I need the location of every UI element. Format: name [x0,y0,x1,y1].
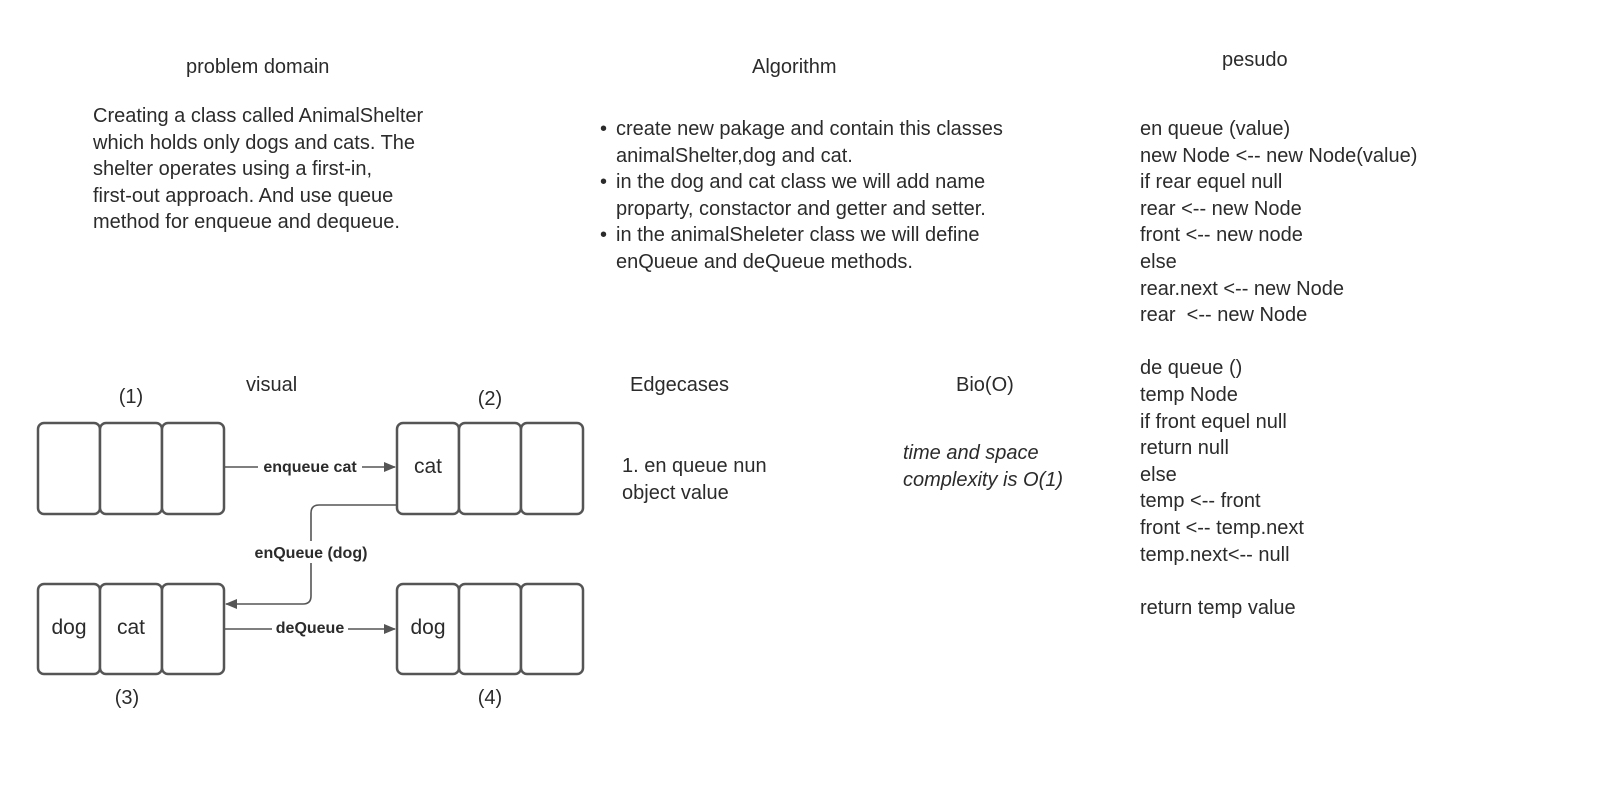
algorithm-item-line: animalShelter,dog and cat. [616,144,853,167]
queue-cell [160,582,226,676]
arrow-enqueue-dog: enQueue (dog) [225,504,396,609]
algorithm-item-line: in the animalSheleter class we will defi… [616,224,980,246]
pseudo-line: front <-- new node [1140,224,1303,247]
edgecases-title: Edgecases [630,374,729,396]
problem-domain-title: problem domain [186,56,330,78]
queue-4: dog [395,582,585,676]
queue-label-2: (2) [478,388,502,410]
bigo-text: time and space complexity is O(1) [903,440,1063,493]
queue-cell-text: cat [414,455,442,478]
queue-label-3: (3) [115,687,139,709]
pseudo-line: temp.next<-- null [1140,543,1290,566]
queue-cell-text: cat [117,616,145,639]
problem-domain-text: Creating a class called AnimalShelter wh… [93,103,423,236]
pseudo-line: else [1140,463,1177,486]
queue-cell [457,421,523,516]
algorithm-item: in the animalSheleter class we will defi… [600,222,1003,275]
queue-3: dog cat [36,582,226,676]
pseudo-line: if front equel null [1140,410,1287,433]
queue-cell-text: dog [51,616,86,639]
queue-label-1: (1) [119,386,143,408]
pseudo-line: if rear equel null [1140,171,1283,194]
pseudo-line: return temp value [1140,596,1296,619]
problem-domain-line: Creating a class called AnimalShelter [93,105,424,127]
arrow-label: enQueue (dog) [255,545,368,562]
queue-cell [36,421,102,516]
pseudo-line: de queue () [1140,357,1243,380]
pseudo-line: rear.next <-- new Node [1140,277,1344,300]
problem-domain-line: method for enqueue and dequeue. [93,211,400,233]
queue-cell [98,421,164,516]
pseudo-line: temp <-- front [1140,490,1261,513]
edgecase-line: object value [622,481,729,504]
queue-cell [519,582,585,676]
pseudo-line: else [1140,250,1177,273]
pseudo-line: rear <-- new Node [1140,304,1308,327]
algorithm-title: Algorithm [752,56,837,78]
bigo-title: Bio(O) [956,374,1014,396]
bigo-line: time and space [903,442,1039,464]
algorithm-item-line: in the dog and cat class we will add nam… [616,171,986,193]
problem-domain-line: which holds only dogs and cats. The [93,131,416,154]
algorithm-item-line: enQueue and deQueue methods. [616,250,913,273]
pseudo-code: en queue (value) new Node <-- new Node(v… [1140,116,1417,621]
pseudo-line: rear <-- new Node [1140,197,1302,220]
pseudo-title: pesudo [1222,49,1288,71]
queue-1 [36,421,226,516]
arrow-label-bg [272,617,348,639]
problem-domain-line: first-out approach. And use queue [93,184,394,207]
pseudo-line: new Node <-- new Node(value) [1140,144,1418,167]
pseudo-line: en queue (value) [1140,118,1291,140]
queue-label-4: (4) [478,687,502,709]
algorithm-item: create new pakage and contain this class… [600,116,1003,169]
arrow-label: deQueue [276,620,345,637]
algorithm-item-line: create new pakage and contain this class… [616,118,1003,140]
edgecase-line: 1. en queue nun [622,455,767,477]
queue-cell [160,421,226,516]
edgecases-text: 1. en queue nun object value [622,453,767,506]
algorithm-item: in the dog and cat class we will add nam… [600,169,1003,222]
visual-title: visual [246,374,298,396]
algorithm-list: create new pakage and contain this class… [600,116,1003,275]
queue-2: cat [395,421,585,516]
queue-cell-text: dog [410,616,445,639]
queue-cell [457,582,523,676]
bigo-line: complexity is O(1) [903,468,1064,491]
arrow-label-bg [258,455,362,477]
arrow-dequeue: deQueue [225,617,396,639]
pseudo-line: return null [1140,437,1229,460]
algorithm-item-line: proparty, constactor and getter and sett… [616,197,986,220]
queue-cell [519,421,585,516]
pseudo-line: front <-- temp.next [1140,516,1304,539]
problem-domain-line: shelter operates using a first-in, [93,158,373,180]
arrow-label: enqueue cat [263,459,357,476]
arrow-enqueue-cat: enqueue cat [225,455,396,477]
pseudo-line: temp Node [1140,383,1238,406]
arrow-label-bg [248,541,374,563]
